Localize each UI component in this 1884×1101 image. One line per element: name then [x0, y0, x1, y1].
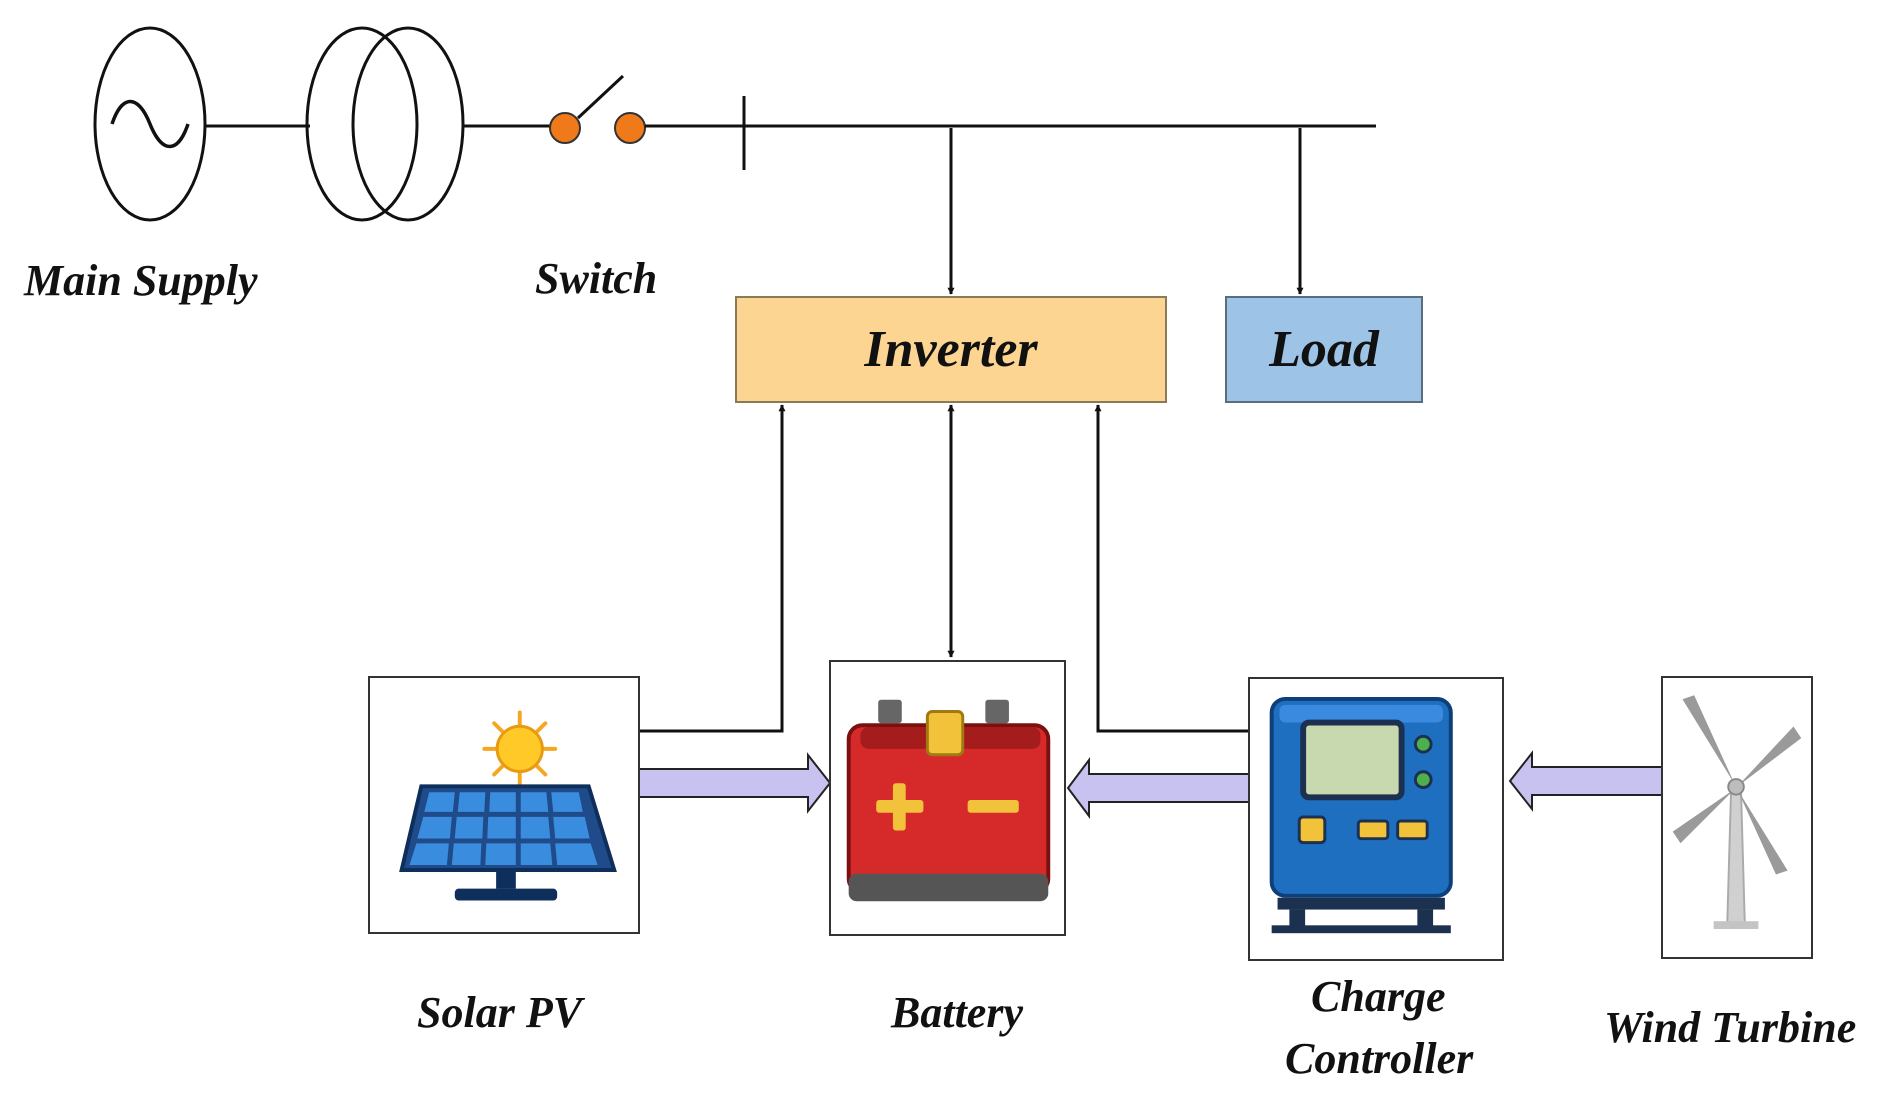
- wind-turbine-block[interactable]: [1661, 676, 1813, 959]
- switch-label: Switch: [535, 254, 658, 303]
- wind-to-controller-flow-arrow: [1508, 750, 1663, 812]
- solar-panel-icon: [399, 710, 617, 901]
- load-block[interactable]: Load: [1225, 296, 1423, 403]
- battery-label: Battery: [891, 988, 1023, 1037]
- inverter-label: Inverter: [864, 321, 1038, 378]
- inverter-block[interactable]: Inverter: [735, 296, 1167, 403]
- ac-source-icon: [93, 26, 207, 222]
- wind-turbine-label: Wind Turbine: [1604, 1003, 1857, 1052]
- wind-turbine-icon: [1672, 695, 1802, 929]
- solar-to-inverter-arrow: [638, 404, 786, 733]
- battery-icon: [846, 699, 1051, 902]
- battery-block[interactable]: [829, 660, 1066, 936]
- switch-icon[interactable]: [549, 74, 646, 144]
- charge-controller-icon: [1269, 696, 1453, 934]
- solar-to-battery-flow-arrow: [636, 752, 832, 814]
- transformer-icon: [305, 26, 465, 222]
- solar-pv-label: Solar PV: [417, 988, 583, 1037]
- charge-controller-block[interactable]: [1248, 677, 1504, 961]
- charge-controller-label-line2: Controller: [1285, 1034, 1474, 1083]
- main-supply-label: Main Supply: [24, 256, 258, 305]
- charge-controller-label-line1: Charge: [1311, 972, 1446, 1021]
- controller-to-inverter-arrow: [1094, 404, 1250, 733]
- controller-to-battery-flow-arrow: [1066, 757, 1251, 819]
- solar-pv-block[interactable]: [368, 676, 640, 934]
- load-label: Load: [1269, 321, 1379, 378]
